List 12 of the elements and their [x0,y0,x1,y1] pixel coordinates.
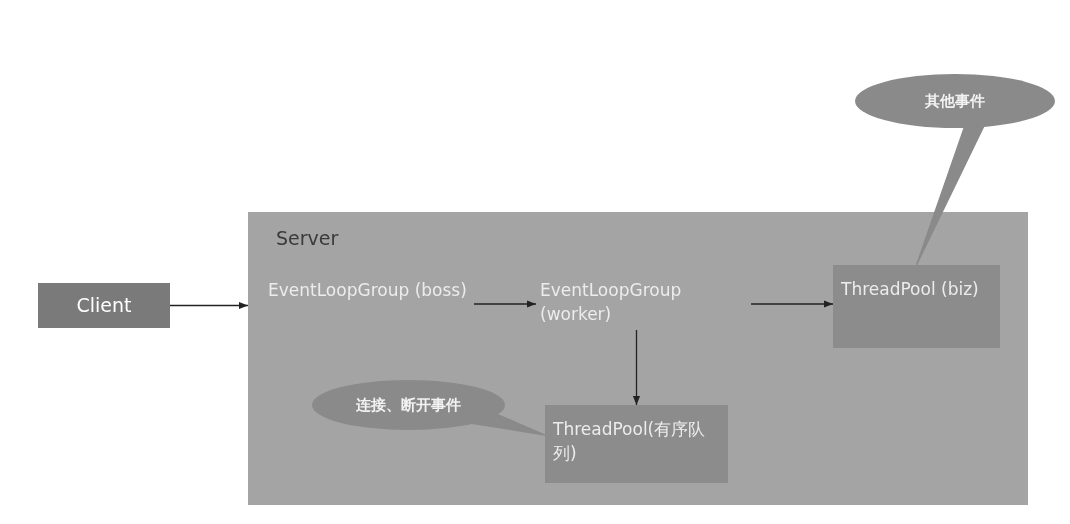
container-title: Server [276,226,339,251]
arrow [473,300,537,308]
server-container [248,212,1028,505]
speech-bubble: 其他事件 [855,74,1055,128]
process-box: ThreadPool (biz) [833,265,1000,348]
event-loop-label: EventLoopGroup (boss) [264,278,474,330]
arrow [169,301,249,310]
process-box: ThreadPool(有序队列) [545,405,728,483]
arrow [632,329,641,406]
event-loop-label: EventLoopGroup (worker) [536,278,751,330]
process-box: Client [38,283,170,328]
arrow [750,300,834,308]
